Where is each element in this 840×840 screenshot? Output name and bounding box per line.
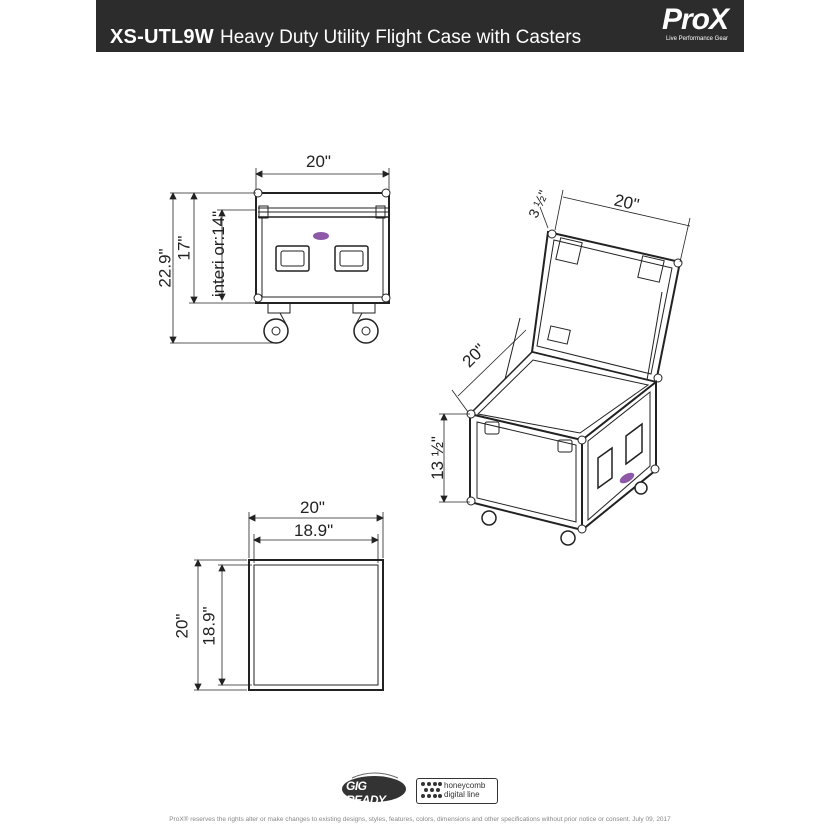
- gig-ready-text: GIG READY: [346, 779, 386, 807]
- honeycomb-logo: honeycomb digital line: [416, 778, 498, 804]
- honeycomb-line2: digital line: [444, 790, 480, 799]
- iso-view-case: [466, 229, 683, 546]
- top-inner-depth-label: 18.9": [199, 606, 219, 646]
- gig-ready-badge-icon: [342, 772, 406, 802]
- top-outer-depth-label: 20": [172, 613, 192, 639]
- iso-height-label: 13 ½": [427, 436, 447, 480]
- top-inner-width-label: 18.9": [294, 521, 334, 540]
- brand-tagline: Live Performance Gear: [665, 36, 728, 42]
- model-number: XS-UTL9W: [110, 26, 214, 48]
- front-width-label: 20": [306, 152, 331, 171]
- front-dimensions: [169, 168, 390, 344]
- iso-brand-badge: [619, 472, 635, 484]
- front-body-height-label: 17": [174, 235, 194, 261]
- gig-ready-logo: GIG READY: [340, 770, 408, 807]
- top-outer-width-label: 20": [300, 498, 325, 517]
- top-view-case: [248, 559, 384, 691]
- honeycomb-line1: honeycomb: [444, 781, 486, 790]
- front-interior-height-label: interi or:14": [209, 210, 229, 298]
- top-dimensions: [194, 512, 384, 691]
- header-bar: XS-UTL9W Heavy Duty Utility Flight Case …: [96, 0, 744, 52]
- iso-dimensions: [439, 189, 691, 503]
- product-title: Heavy Duty Utility Flight Case with Cast…: [220, 27, 582, 48]
- brand-wordmark: ProX: [661, 3, 729, 36]
- honeycomb-dots-icon: [421, 782, 442, 798]
- front-brand-badge: [313, 232, 329, 240]
- footer-disclaimer: ProX® reserves the rights alter or make …: [169, 816, 671, 823]
- front-view-case: [253, 188, 391, 344]
- brand-logo: ProX Live Performance Gear: [648, 3, 730, 46]
- front-total-height-label: 22.9": [155, 248, 175, 288]
